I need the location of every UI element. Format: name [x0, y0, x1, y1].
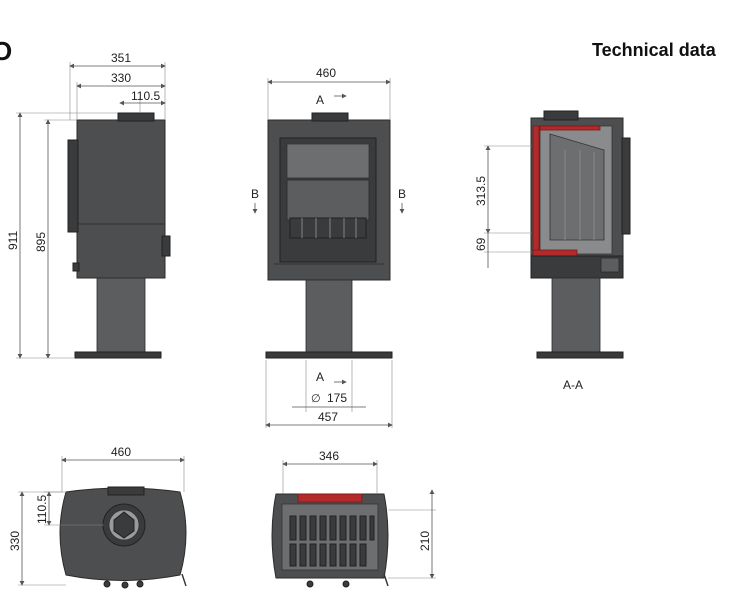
section-dim-lower-label: 69 [474, 237, 488, 251]
section-insulation [532, 125, 601, 257]
top-width-label: 460 [111, 445, 131, 459]
side-offset-label: 110.5 [131, 89, 160, 103]
bottom-slots [289, 515, 375, 567]
front-base-plate [265, 351, 393, 359]
front-section-b-right: B [398, 187, 406, 201]
section-pedestal [551, 277, 601, 353]
section-base-plate [536, 351, 624, 359]
side-flue-collar [117, 112, 155, 122]
section-caption: A-A [563, 378, 583, 392]
front-base-width-label: 457 [318, 410, 338, 424]
front-flue-collar [311, 112, 349, 122]
front-grate [289, 217, 367, 239]
top-offset-label: 110.5 [35, 495, 49, 524]
section-view: 313.5 69 A-A [474, 110, 631, 392]
front-base-diameter-label: 175 [327, 391, 347, 405]
top-depth-label: 330 [8, 531, 22, 551]
svg-text:∅: ∅ [311, 393, 321, 405]
side-air-control [161, 235, 171, 257]
page-title: Technical data [592, 40, 716, 60]
front-glass [286, 143, 370, 179]
bottom-height-label: 210 [418, 531, 432, 551]
side-inner-width-label: 330 [111, 71, 131, 85]
section-flue-collar [543, 110, 579, 121]
front-view: 460 A B B A ∅ 175 457 [251, 66, 406, 428]
top-view: 460 110.5 330 [8, 445, 187, 589]
front-section-a-top: A [316, 93, 324, 107]
section-door-handle [621, 137, 631, 235]
side-base-plate [74, 351, 162, 359]
side-top-width-label: 351 [111, 51, 131, 65]
bottom-view: 346 210 [271, 449, 436, 588]
front-section-b-left: B [251, 187, 259, 201]
front-width-label: 460 [316, 66, 336, 80]
bottom-width-label: 346 [319, 449, 339, 463]
front-section-a-bottom: A [316, 370, 324, 384]
side-pedestal [96, 277, 146, 353]
side-view: 351 330 110.5 911 895 [6, 51, 171, 359]
front-firebox-back [286, 179, 370, 221]
side-door-handle [67, 139, 79, 233]
logo-fragment: O [0, 36, 13, 66]
front-pedestal [305, 279, 353, 353]
side-height-total-label: 911 [6, 231, 20, 250]
bottom-red-liner [297, 493, 363, 503]
side-stove-body [76, 119, 166, 279]
section-dim-upper-label: 313.5 [474, 176, 488, 206]
side-height-outlet-label: 895 [34, 232, 48, 252]
